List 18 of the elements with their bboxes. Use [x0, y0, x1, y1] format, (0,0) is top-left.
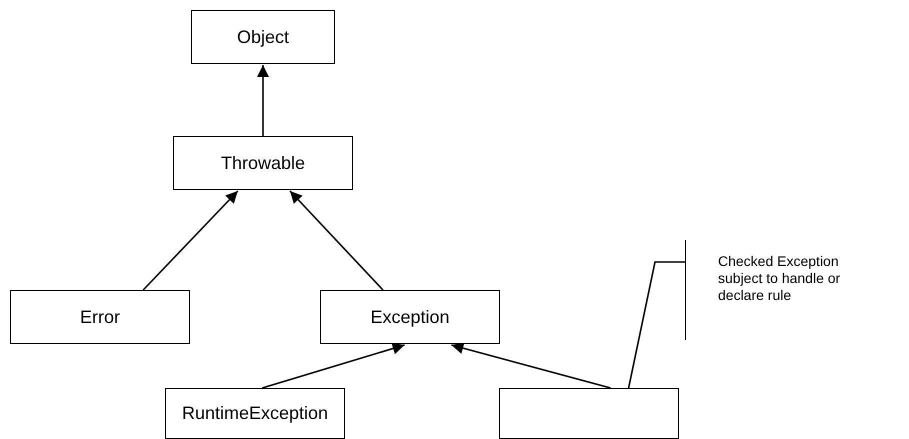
- callout-note: Checked Exception subject to handle or declare rule: [718, 253, 842, 304]
- class-name: RuntimeException: [182, 403, 328, 424]
- inheritance-arrow: [262, 342, 405, 389]
- inheritance-arrow: [142, 190, 238, 291]
- class-name: Object: [236, 26, 290, 48]
- class-box: [173, 136, 353, 190]
- class-box: [165, 388, 345, 439]
- empty-class-box: [499, 388, 679, 439]
- class-name: Error: [80, 306, 120, 328]
- class-name: Exception: [370, 306, 450, 328]
- class-box: [10, 290, 190, 344]
- class-box: [191, 10, 335, 64]
- class-name: Throwable: [220, 152, 306, 174]
- inheritance-arrow: [257, 65, 269, 136]
- class-box: [320, 290, 500, 344]
- leader-line: [628, 261, 685, 388]
- inheritance-arrow: [451, 342, 611, 389]
- inheritance-arrow: [289, 190, 384, 291]
